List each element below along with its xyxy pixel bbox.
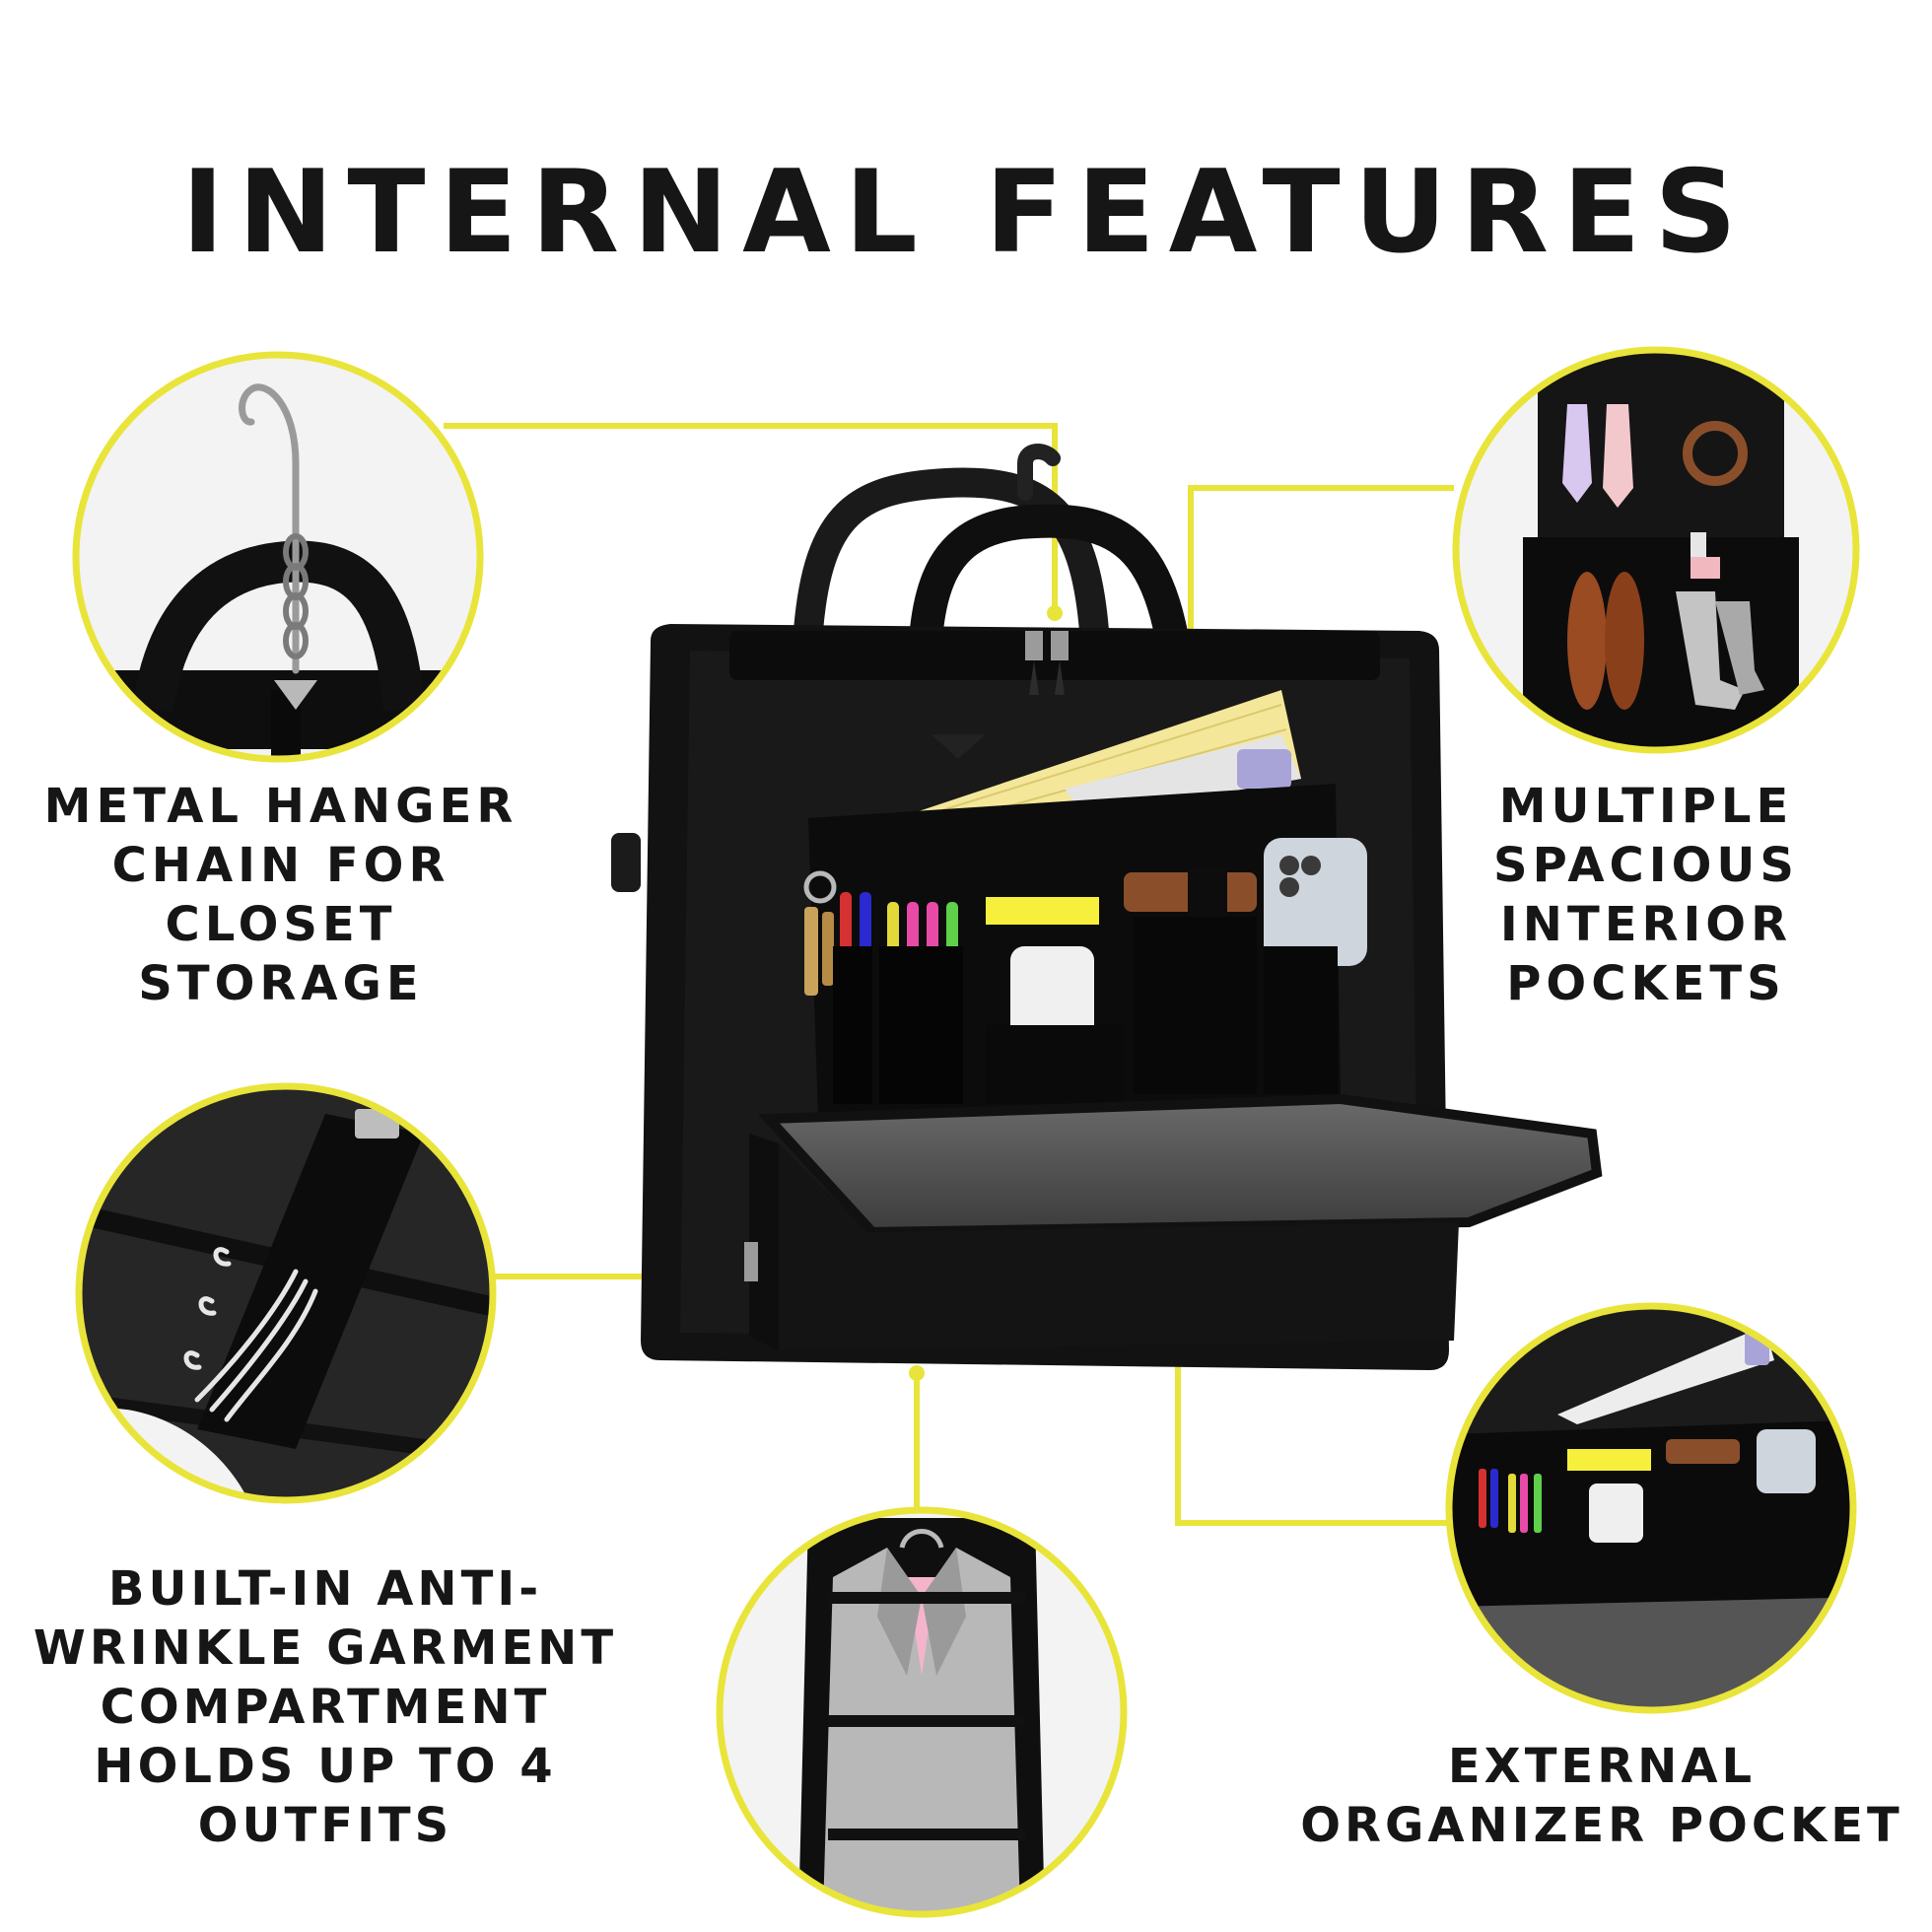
detail-suit-compartment [716,1506,1128,1918]
sock-icon [1676,591,1764,710]
garment-bag-main [611,444,1603,1370]
bag-handle-front [907,504,1200,741]
tie-icon [1562,404,1633,508]
phone-icon [1264,838,1367,966]
hanger-icon [239,383,300,674]
zipper-icon [1025,631,1069,695]
detail-interior-pockets [1452,346,1860,754]
connector-pockets [1188,485,1454,670]
bag-handle-rear [794,467,1109,633]
hanger-hook-icon [1017,444,1061,501]
caption-garment-compartment: BUILT-IN ANTI- WRINKLE GARMENT COMPARTME… [33,1561,618,1853]
shoe-icon [1567,572,1644,710]
caption-hanger-chain: METAL HANGER CHAIN FOR CLOSET STORAGE [43,779,518,1011]
open-flap [758,1093,1603,1238]
connector-hanger [444,423,1058,611]
detail-hanger-chain [72,351,484,763]
detail-garment-strap [75,1082,497,1504]
caption-external-organizer: EXTERNAL ORGANIZER POCKET [1300,1739,1903,1853]
key-icon [803,870,837,996]
caption-interior-pockets: MULTIPLE SPACIOUS INTERIOR POCKETS [1493,779,1799,1011]
suit-jacket-icon [823,1548,1020,1912]
detail-external-organizer [1445,1302,1857,1714]
sticky-note [986,897,1099,925]
page-title: INTERNAL FEATURES [181,145,1751,279]
